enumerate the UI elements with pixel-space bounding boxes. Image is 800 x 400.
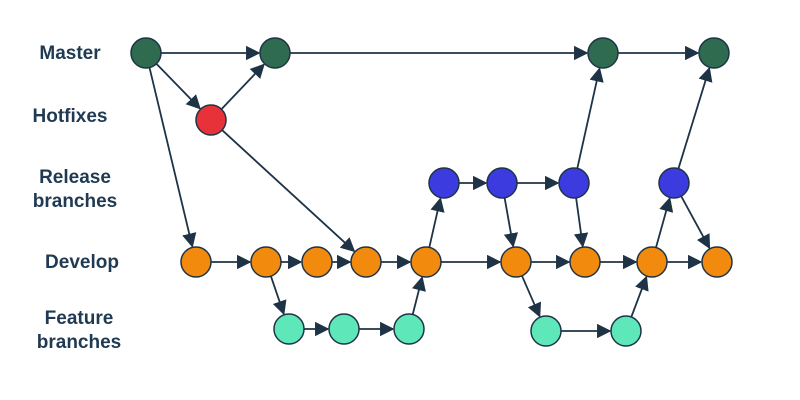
release-commit-node — [558, 167, 590, 199]
develop-commit-node — [636, 246, 668, 278]
develop-commit-node — [301, 246, 333, 278]
master-commit-node — [130, 37, 162, 69]
master-commit-node — [259, 37, 291, 69]
lane-label-hotfixes: Hotfixes — [10, 105, 130, 129]
edge-h1-d4 — [221, 129, 356, 253]
lane-label-develop-text: Develop — [45, 252, 119, 273]
edge-f3-d5 — [411, 276, 426, 315]
master-commit-node — [698, 37, 730, 69]
feature-commit-node — [393, 313, 425, 345]
release-commit-node — [486, 167, 518, 199]
develop-commit-node — [350, 246, 382, 278]
release-commit-node — [658, 167, 690, 199]
lane-label-release-line2: branches — [32, 191, 118, 212]
lane-label-master: Master — [10, 42, 130, 66]
lane-label-feature-branches: Feature branches — [19, 307, 139, 355]
edge-d8-r4 — [655, 197, 674, 248]
lane-label-hotfixes-text: Hotfixes — [32, 106, 108, 127]
edge-r2-d6 — [503, 197, 519, 248]
edge-r3-d7 — [573, 197, 589, 248]
commit-nodes — [130, 37, 733, 347]
develop-commit-node — [701, 246, 733, 278]
edge-d5-r1 — [428, 197, 445, 248]
feature-commit-node — [530, 315, 562, 347]
develop-commit-node — [500, 246, 532, 278]
edge-d6-f4 — [521, 275, 542, 318]
release-commit-node — [428, 167, 460, 199]
feature-commit-node — [328, 313, 360, 345]
hotfix-commit-node — [195, 104, 227, 136]
lane-label-master-text: Master — [39, 43, 101, 64]
feature-commit-node — [273, 313, 305, 345]
lane-label-release-branches: Release branches — [15, 166, 135, 214]
edge-h1-m2 — [220, 63, 265, 110]
develop-commit-node — [180, 246, 212, 278]
edge-d2-f1 — [270, 275, 287, 316]
master-commit-node — [587, 37, 619, 69]
edge-r4-m4 — [677, 66, 713, 169]
edge-r4-d9 — [680, 195, 711, 250]
lane-label-release-line1: Release — [39, 167, 111, 188]
commit-edges — [148, 45, 713, 339]
edge-m1-h1 — [155, 63, 201, 110]
develop-commit-node — [569, 246, 601, 278]
edge-m1-d1 — [148, 67, 197, 248]
lane-label-feature-line1: Feature — [44, 308, 114, 329]
develop-commit-node — [250, 246, 282, 278]
develop-commit-node — [410, 246, 442, 278]
edge-f5-d8 — [630, 275, 649, 318]
lane-label-develop: Develop — [22, 251, 142, 275]
lane-label-feature-line2: branches — [36, 332, 122, 353]
feature-commit-node — [610, 315, 642, 347]
edge-r3-m3 — [576, 67, 604, 169]
